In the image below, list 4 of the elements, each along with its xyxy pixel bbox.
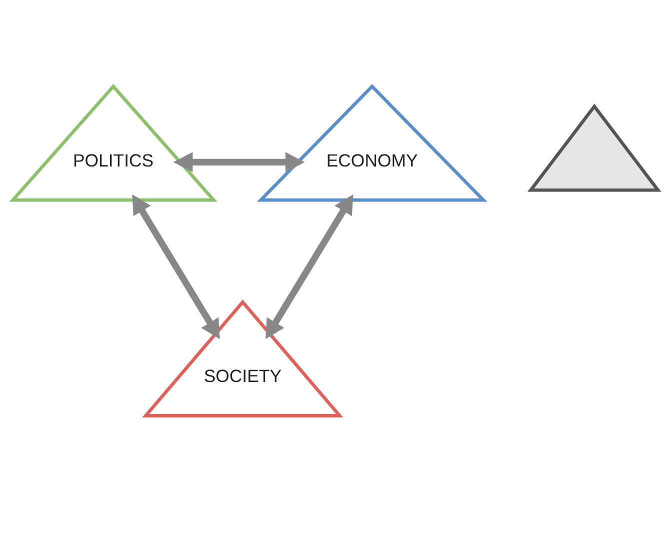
arrow xyxy=(132,194,220,340)
node-triangle xyxy=(527,104,662,192)
arrow xyxy=(266,194,354,340)
arrow xyxy=(173,152,305,172)
